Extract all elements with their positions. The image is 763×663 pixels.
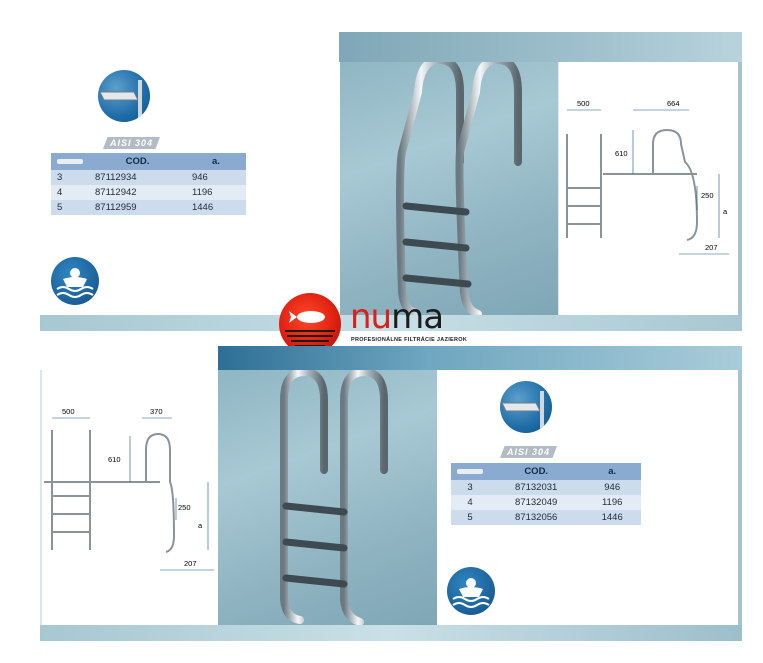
drawing-width-label: 500 (62, 407, 75, 416)
bottom-dimension-drawing: 500 370 610 250 a 207 (42, 370, 218, 625)
a-cell: 1196 (185, 185, 246, 200)
a-cell: 1446 (185, 200, 246, 215)
top-right-edge (738, 62, 742, 315)
bottom-spec-table: COD. a. 3 87132031 946 4 87132049 1196 5… (451, 463, 641, 525)
steps-cell: 3 (451, 480, 489, 495)
swimmer-icon (447, 567, 495, 615)
top-photo-band (339, 32, 742, 62)
ladder-image (396, 62, 522, 315)
bottom-ladder-photo (218, 370, 437, 625)
brand-logo-icon (279, 293, 341, 355)
brand-tagline: PROFESIONÁLNE FILTRÁCIE JAZIEROK (351, 337, 468, 343)
code-cell: 87132056 (489, 510, 584, 525)
drawing-a-label: a (723, 207, 728, 216)
table-header-code: COD. (89, 153, 186, 170)
table-header-icon (451, 463, 489, 480)
brand-name-part2: ma (391, 297, 444, 337)
second-photo-band (218, 346, 742, 370)
steps-cell: 4 (51, 185, 89, 200)
steps-cell: 3 (51, 170, 89, 185)
drawing-a-label: a (198, 521, 203, 530)
drawing-step-label: 250 (701, 191, 714, 200)
drawing-depth-label: 664 (667, 99, 680, 108)
bottom-left-edge (40, 370, 42, 625)
steel-tube-icon (98, 70, 150, 122)
material-label: AISI 304 (500, 446, 558, 458)
a-cell: 946 (185, 170, 246, 185)
code-cell: 87112934 (89, 170, 186, 185)
drawing-height-label: 610 (615, 149, 628, 158)
table-row: 5 87112959 1446 (51, 200, 246, 215)
steps-cell: 5 (451, 510, 489, 525)
table-row: 3 87112934 946 (51, 170, 246, 185)
table-header-code: COD. (489, 463, 584, 480)
material-label: AISI 304 (103, 137, 161, 149)
bottom-right-edge (738, 370, 742, 625)
a-cell: 1196 (583, 495, 641, 510)
table-header-a: a. (185, 153, 246, 170)
drawing-step-label: 250 (178, 503, 191, 512)
top-spec-table: COD. a. 3 87112934 946 4 87112942 1196 5… (51, 153, 246, 215)
code-cell: 87132049 (489, 495, 584, 510)
top-ladder-photo (340, 62, 558, 315)
drawing-depth-label: 370 (150, 407, 163, 416)
a-cell: 1446 (583, 510, 641, 525)
drawing-height-label: 610 (108, 455, 121, 464)
drawing-base-label: 207 (184, 559, 197, 568)
code-cell: 87112959 (89, 200, 186, 215)
top-dimension-drawing: 500 664 610 250 a 207 (558, 62, 739, 315)
middle-band (40, 315, 742, 331)
code-cell: 87132031 (489, 480, 584, 495)
table-row: 4 87132049 1196 (451, 495, 641, 510)
drawing-width-label: 500 (577, 99, 590, 108)
table-header-a: a. (583, 463, 641, 480)
bottom-band (40, 625, 742, 641)
table-row: 4 87112942 1196 (51, 185, 246, 200)
ladder-image (280, 370, 388, 625)
table-header-icon (51, 153, 89, 170)
code-cell: 87112942 (89, 185, 186, 200)
brand-name: numa (350, 297, 444, 337)
drawing-base-label: 207 (705, 243, 718, 252)
table-row: 3 87132031 946 (451, 480, 641, 495)
swimmer-icon (51, 257, 99, 305)
steel-tube-icon (500, 381, 552, 433)
a-cell: 946 (583, 480, 641, 495)
brand-name-part1: nu (350, 297, 392, 337)
table-row: 5 87132056 1446 (451, 510, 641, 525)
steps-cell: 4 (451, 495, 489, 510)
steps-cell: 5 (51, 200, 89, 215)
